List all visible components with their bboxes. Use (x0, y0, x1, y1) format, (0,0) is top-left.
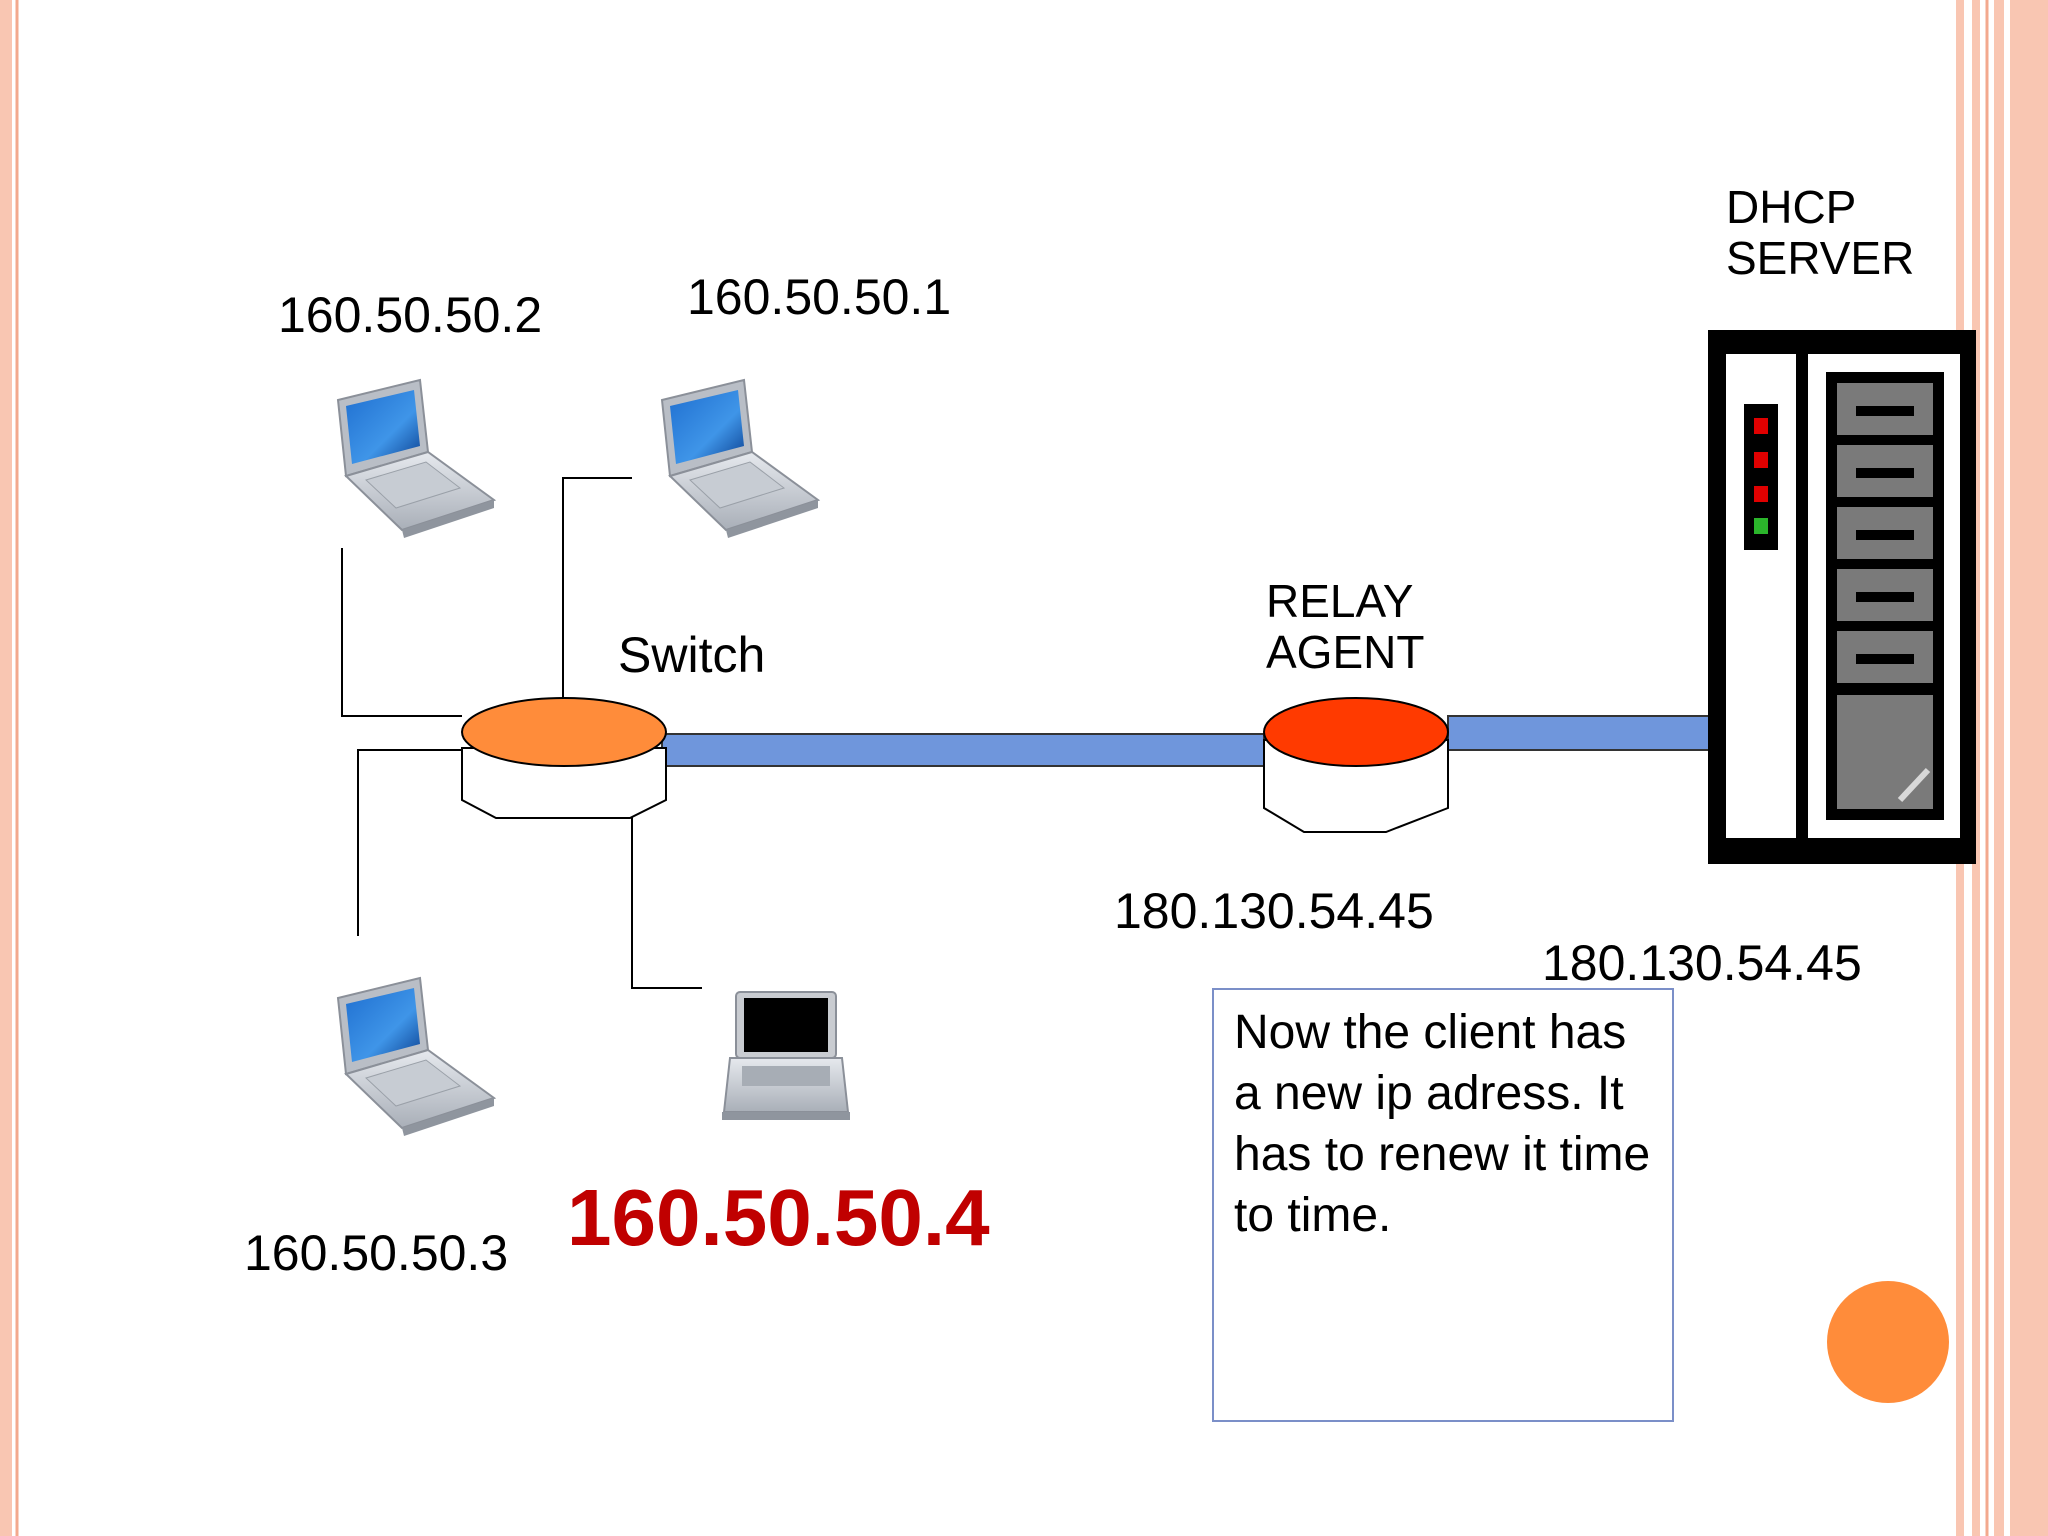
link-relay-server (1447, 715, 1711, 751)
dhcp-server-label: DHCP SERVER (1726, 181, 1915, 284)
link-switch-client-2 (341, 548, 462, 717)
relay-agent-label: RELAY AGENT (1266, 575, 1425, 678)
link-switch-client-3 (357, 749, 462, 936)
link-switch-client-1 (562, 477, 632, 700)
note-box: Now the client has a new ip adress. It h… (1212, 988, 1674, 1422)
laptop-icon (337, 379, 495, 539)
note-text: Now the client has a new ip adress. It h… (1234, 1006, 1651, 1242)
new-client-ip-label: 160.50.50.4 (567, 1173, 990, 1262)
client-ip-label: 160.50.50.2 (278, 287, 543, 343)
router-icon (1263, 697, 1449, 833)
relay-ip-label: 180.130.54.45 (1114, 883, 1434, 939)
link-switch-relay (661, 733, 1265, 767)
link-switch-client-4 (631, 770, 702, 989)
server-icon (1708, 330, 1976, 864)
client-ip-label: 160.50.50.1 (687, 269, 952, 325)
laptop-icon (722, 991, 850, 1120)
accent-circle (1827, 1281, 1949, 1403)
switch-icon (461, 697, 667, 819)
laptop-icon (661, 379, 819, 539)
laptop-icon (337, 977, 495, 1137)
switch-label: Switch (618, 627, 766, 683)
server-ip-label: 180.130.54.45 (1542, 935, 1862, 991)
client-ip-label: 160.50.50.3 (244, 1225, 509, 1281)
